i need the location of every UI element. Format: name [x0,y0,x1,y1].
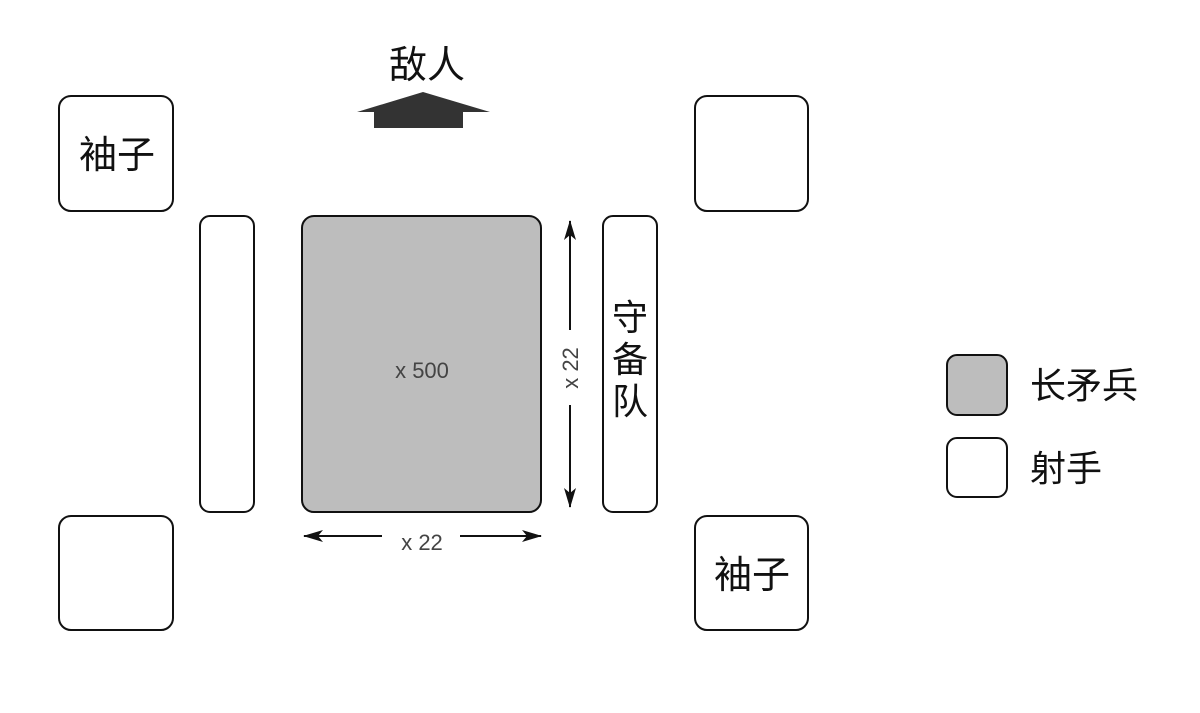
reserve-bar: 守 备 队 [602,215,658,513]
legend-label: 射手 [1030,449,1102,490]
width-dimension: x 22 [303,530,542,555]
legend-swatch [946,437,1008,498]
legend: 长矛兵 射手 [946,354,1138,498]
pike-count: x 500 [395,358,449,383]
archer-block-top-left: 袖子 [58,95,174,212]
legend-item-pike: 长矛兵 [946,354,1138,416]
depth-dimension: x 22 [558,220,583,508]
reserve-char: 队 [612,382,648,423]
width-count: x 22 [401,530,443,555]
depth-count: x 22 [558,347,583,389]
legend-swatch [946,354,1008,416]
legend-item-archer: 射手 [946,437,1102,498]
reserve-char: 守 [612,298,648,339]
archer-block-bottom-right: 袖子 [694,515,809,631]
enemy-label: 敌人 [389,43,465,87]
legend-label: 长矛兵 [1030,366,1138,407]
archer-block-bottom-left [58,515,174,631]
archer-bar-left [199,215,255,513]
sleeve-label: 袖子 [79,133,155,177]
reserve-char: 备 [612,340,648,381]
sleeve-label: 袖子 [714,553,790,597]
archer-block-top-right [694,95,809,212]
enemy-direction-arrow-icon [357,92,490,128]
pike-block: x 500 [301,215,542,513]
